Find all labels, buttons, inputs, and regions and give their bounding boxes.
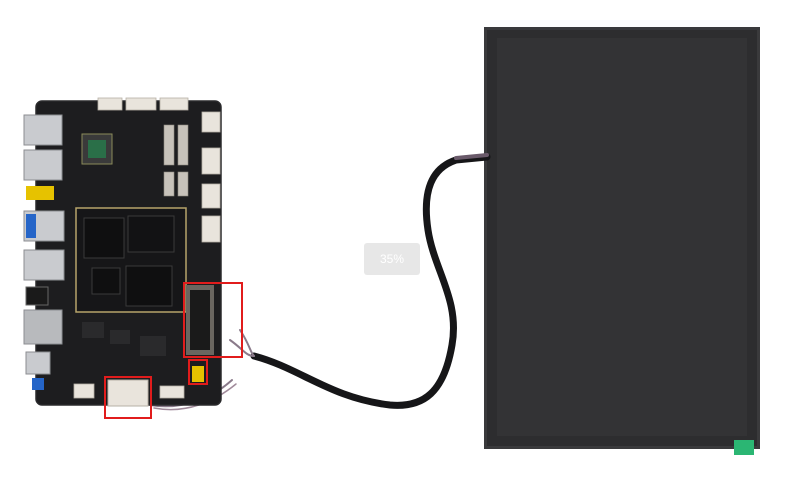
highlight-backlight-connector	[188, 359, 208, 385]
zoom-level-badge: 35%	[364, 243, 420, 275]
highlight-touch-connector	[104, 376, 152, 419]
highlight-boxes	[104, 282, 243, 419]
highlight-lvds-connector	[183, 282, 243, 358]
flex-connector-tab	[734, 440, 754, 455]
main-board	[23, 97, 222, 407]
lcd-panel	[484, 27, 760, 455]
